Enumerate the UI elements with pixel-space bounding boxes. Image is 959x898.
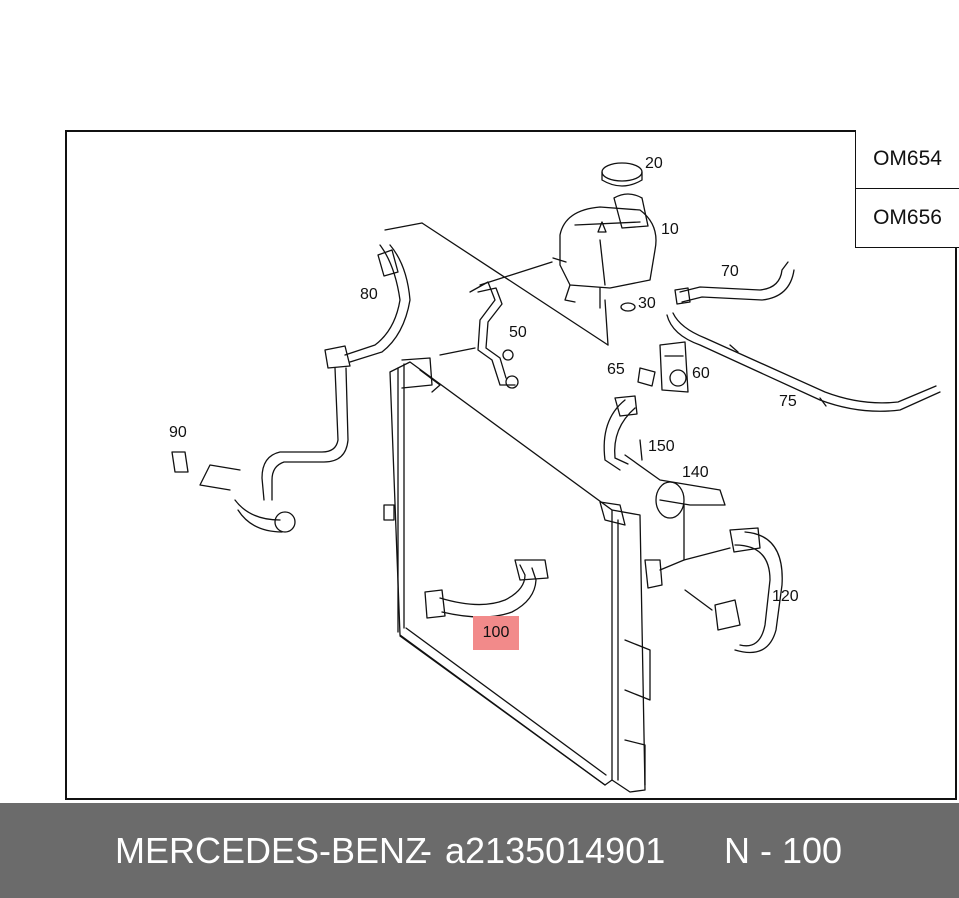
variant-table: OM654 OM656 <box>855 130 959 248</box>
hose-70-drawing <box>674 261 795 305</box>
radiator-drawing <box>383 357 651 793</box>
callout-140: 140 <box>682 464 709 481</box>
callout-70: 70 <box>721 263 739 280</box>
callout-75: 75 <box>779 393 797 410</box>
callout-150: 150 <box>648 438 675 455</box>
footer-part-number: a2135014901 <box>445 830 666 871</box>
footer-bar: MERCEDES-BENZ - a2135014901 N - 100 <box>0 803 959 898</box>
variant-om654: OM654 <box>873 147 942 170</box>
pipe-50-drawing <box>439 281 519 389</box>
callout-30: 30 <box>638 295 656 312</box>
callout-60: 60 <box>692 365 710 382</box>
hose-80-drawing <box>171 244 411 533</box>
footer-brand: MERCEDES-BENZ <box>115 830 428 871</box>
callout-20: 20 <box>645 155 663 172</box>
expansion-tank-drawing <box>552 162 657 312</box>
hose-140-drawing <box>603 395 731 571</box>
callout-50: 50 <box>509 324 527 341</box>
hose-100-drawing <box>424 559 663 619</box>
diagram-frame <box>65 130 957 800</box>
thermostat-60-drawing <box>637 341 689 393</box>
footer-separator: - <box>420 830 432 871</box>
hose-120-drawing <box>684 527 783 654</box>
callout-120: 120 <box>772 588 799 605</box>
callout-100-highlighted: 100 <box>473 616 519 650</box>
callout-65: 65 <box>607 361 625 378</box>
callout-100: 100 <box>482 624 510 641</box>
variant-om656: OM656 <box>856 188 959 247</box>
footer-position: N - 100 <box>724 830 843 871</box>
callout-80: 80 <box>360 286 378 303</box>
callout-90: 90 <box>169 424 187 441</box>
callout-10: 10 <box>661 221 679 238</box>
pipe-75-drawing <box>666 312 941 412</box>
